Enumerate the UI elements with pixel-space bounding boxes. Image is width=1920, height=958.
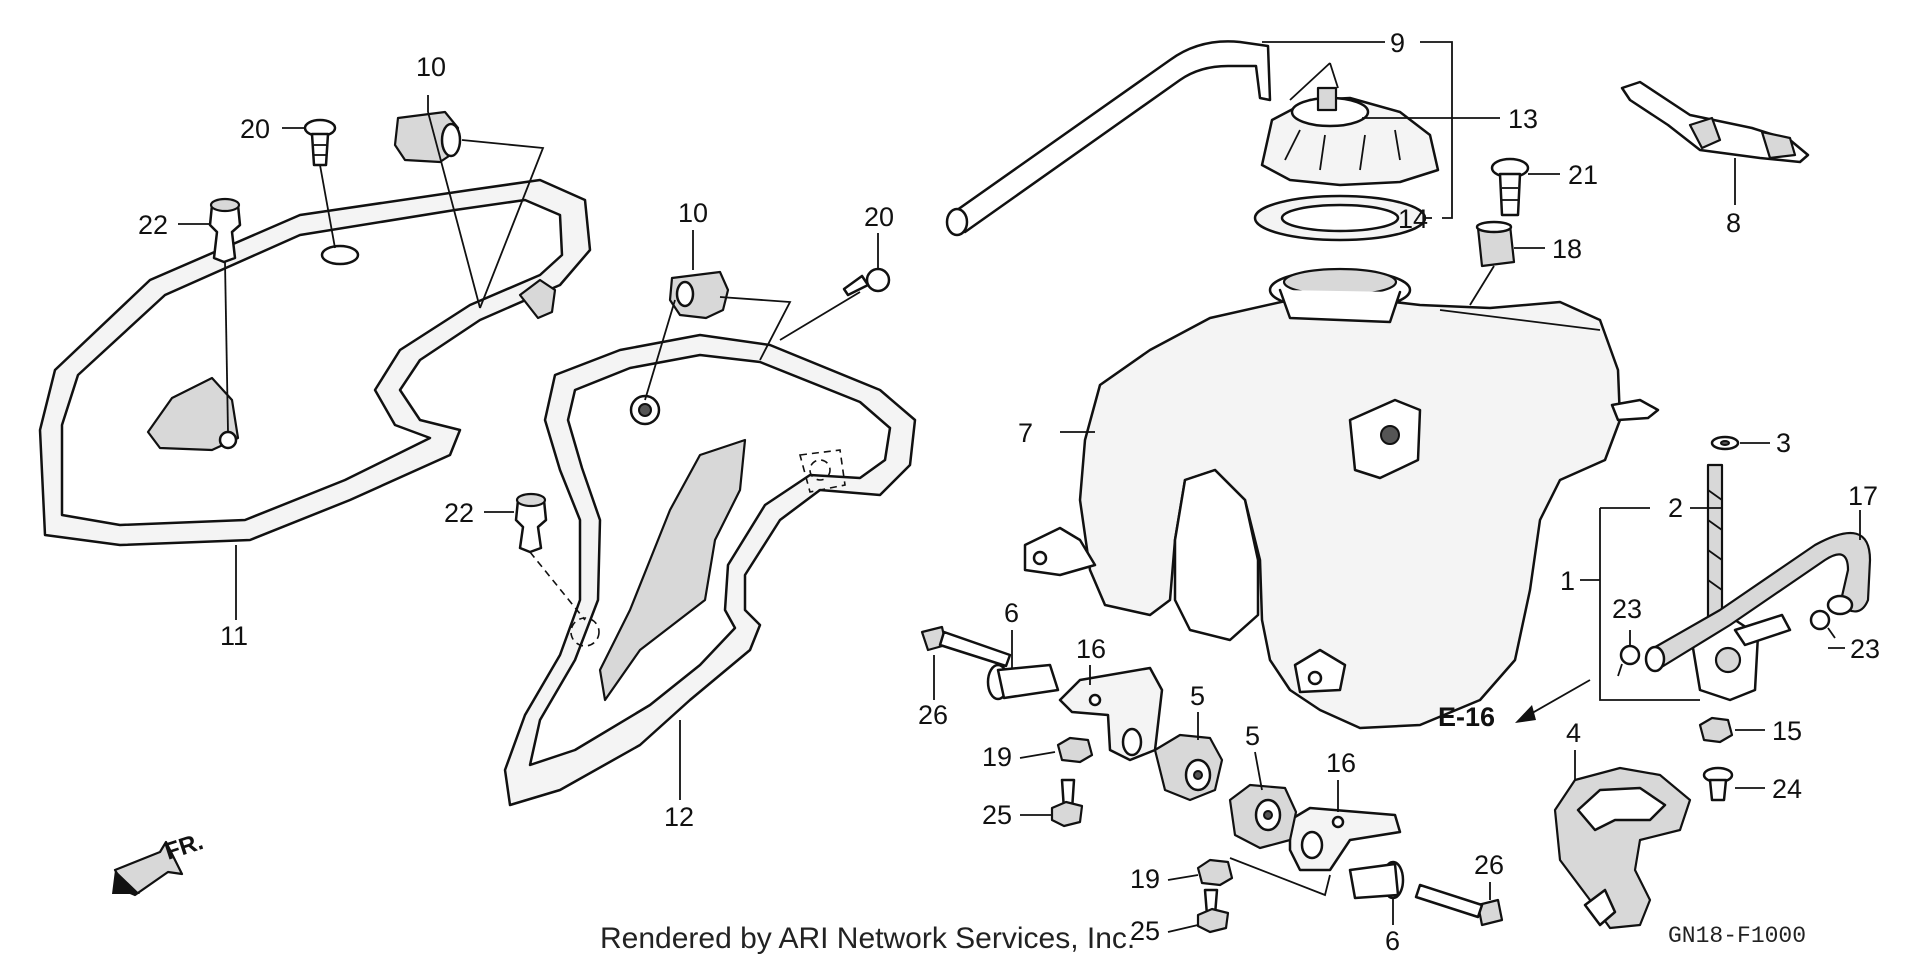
nut-15 xyxy=(1698,716,1734,744)
callout-17: 17 xyxy=(1848,481,1878,511)
bracket-16a xyxy=(1058,666,1164,762)
callout-6b: 6 xyxy=(1385,926,1400,956)
callout-26b: 26 xyxy=(1474,850,1504,880)
callout-10b: 10 xyxy=(678,198,708,228)
callout-26a: 26 xyxy=(918,700,948,730)
bolt-25a xyxy=(1050,778,1084,828)
callout-22a: 22 xyxy=(138,210,168,240)
callout-4: 4 xyxy=(1566,718,1581,748)
callout-24: 24 xyxy=(1772,774,1802,804)
breather-tube-9 xyxy=(945,40,1272,237)
callout-23b: 23 xyxy=(1850,634,1880,664)
fuel-tank-7 xyxy=(1023,267,1660,730)
leader-lines xyxy=(178,41,1861,933)
callout-11: 11 xyxy=(220,621,248,651)
screw-20b xyxy=(842,267,891,297)
bolt-26b xyxy=(1414,883,1504,927)
callout-15: 15 xyxy=(1772,716,1802,746)
side-shroud-left-11 xyxy=(38,178,592,547)
callout-16a: 16 xyxy=(1076,634,1106,664)
bracket-16b xyxy=(1288,806,1402,872)
callout-5b: 5 xyxy=(1245,721,1260,751)
callout-19b: 19 xyxy=(1130,864,1160,894)
side-shroud-right-12 xyxy=(503,333,917,807)
rubber-mount-5b xyxy=(1228,783,1298,850)
callout-6a: 6 xyxy=(1004,598,1019,628)
callout-20a: 20 xyxy=(240,114,270,144)
callout-20b: 20 xyxy=(864,202,894,232)
reference-e16: E-16 xyxy=(1438,702,1495,732)
callout-12: 12 xyxy=(664,802,694,832)
hose-clip-23a xyxy=(1617,644,1641,677)
bolt-24 xyxy=(1702,766,1734,802)
collar-18 xyxy=(1475,220,1516,268)
callout-18: 18 xyxy=(1552,234,1582,264)
callout-21: 21 xyxy=(1568,160,1598,190)
clip-22a xyxy=(208,197,242,264)
callout-22b: 22 xyxy=(444,498,474,528)
callout-19a: 19 xyxy=(982,742,1012,772)
callout-23a: 23 xyxy=(1612,594,1642,624)
callout-9: 9 xyxy=(1390,28,1405,58)
fuel-hose-17 xyxy=(1644,531,1872,673)
valve-cover-4 xyxy=(1553,766,1692,930)
collar-6b xyxy=(1348,860,1405,900)
clip-22b xyxy=(514,492,548,554)
washer-3 xyxy=(1710,435,1740,451)
screw-20a xyxy=(303,118,337,167)
callout-7: 7 xyxy=(1018,418,1033,448)
front-direction-arrow: FR. xyxy=(112,828,207,897)
diagram-code: GN18-F1000 xyxy=(1668,923,1806,949)
nut-19a xyxy=(1056,736,1094,764)
grommet-10a xyxy=(393,110,462,164)
callout-14: 14 xyxy=(1398,204,1428,234)
cap-gasket-14 xyxy=(1253,194,1427,242)
front-direction-label: FR. xyxy=(162,828,207,866)
callout-numbers: 10 20 22 11 10 20 22 12 9 13 14 21 18 7 … xyxy=(138,28,1880,956)
callout-10a: 10 xyxy=(416,52,446,82)
bolt-25b xyxy=(1196,888,1230,934)
nut-19b xyxy=(1196,858,1234,887)
callout-25b: 25 xyxy=(1130,916,1160,946)
rubber-mount-5a xyxy=(1153,733,1224,802)
callout-1: 1 xyxy=(1560,566,1575,596)
callout-13: 13 xyxy=(1508,104,1538,134)
callout-5a: 5 xyxy=(1190,681,1205,711)
bolt-21 xyxy=(1490,157,1530,217)
fuel-cap-13 xyxy=(1260,86,1440,187)
callout-16b: 16 xyxy=(1326,748,1356,778)
callout-3: 3 xyxy=(1776,428,1791,458)
grommet-10b xyxy=(668,270,730,320)
bracket-8 xyxy=(1620,80,1810,164)
footer-credit: Rendered by ARI Network Services, Inc. xyxy=(600,922,1135,955)
callout-2: 2 xyxy=(1668,493,1683,523)
callout-8: 8 xyxy=(1726,208,1741,238)
callout-25a: 25 xyxy=(982,800,1012,830)
collar-6a xyxy=(986,663,1060,701)
hose-clip-23b xyxy=(1809,609,1836,639)
bolt-26a xyxy=(920,625,1012,668)
